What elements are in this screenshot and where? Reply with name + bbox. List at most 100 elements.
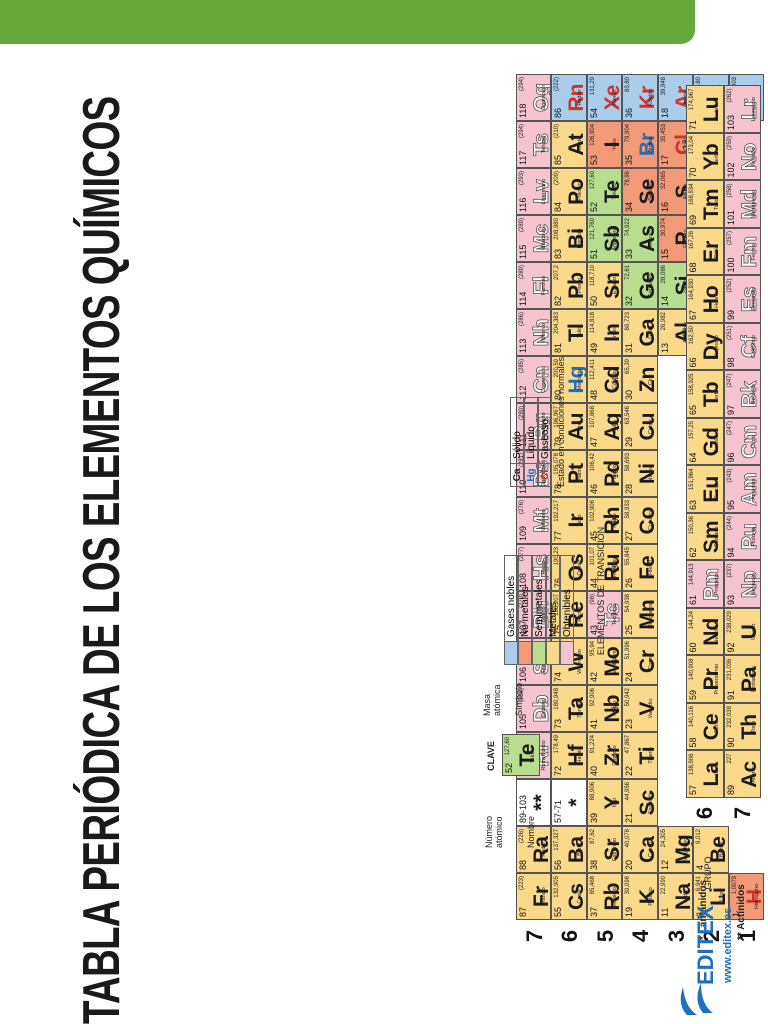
element-name: Copernicio <box>541 366 547 393</box>
atomic-number: 102 <box>725 162 736 178</box>
atomic-number: 18 <box>659 107 670 118</box>
element-name: Hidrógeno <box>754 883 760 910</box>
legend-item: No metales <box>518 555 532 665</box>
atomic-number: 30 <box>624 389 634 400</box>
element-name: Praseodimio <box>713 663 720 695</box>
atomic-number: 14 <box>659 295 670 306</box>
atomic-mass: 24,305 <box>660 829 667 848</box>
atomic-mass: (210) <box>554 124 560 139</box>
element-name: Níquel <box>647 465 654 482</box>
period-number: 7 <box>521 929 547 943</box>
element-name: Telurio <box>612 183 618 200</box>
element-name: Kriptón <box>647 88 654 107</box>
element-name: Teneso <box>541 135 547 154</box>
element-symbol: U <box>737 624 761 640</box>
atomic-number: 58 <box>688 737 698 748</box>
element-name: Talio <box>576 326 583 339</box>
atomic-number: 73 <box>553 718 563 729</box>
atomic-mass: (247) <box>726 421 733 436</box>
element-name: Cerio <box>713 720 720 734</box>
element-name: Wolframio <box>576 649 583 674</box>
state-item: HgLíquido <box>524 397 538 487</box>
element-name: Xenón <box>612 89 618 106</box>
atomic-number: 59 <box>688 689 698 700</box>
